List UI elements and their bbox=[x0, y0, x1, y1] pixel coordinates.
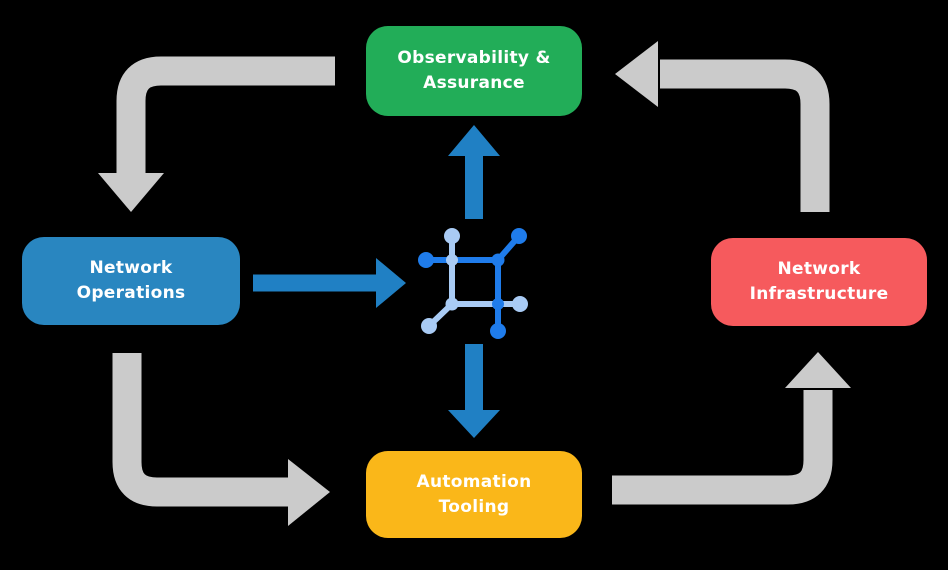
arrow-head-right bbox=[288, 459, 330, 526]
arrow-observability-to-operations bbox=[98, 56, 335, 212]
arrow-shaft bbox=[660, 59, 830, 212]
node-network-infrastructure: Network Infrastructure bbox=[711, 238, 927, 326]
icon-node bbox=[512, 296, 528, 312]
icon-node bbox=[490, 323, 506, 339]
arrow-head-up bbox=[448, 125, 500, 156]
arrow-center-to-tooling bbox=[448, 344, 500, 438]
network-automation-icon bbox=[418, 228, 528, 339]
node-label: Automation Tooling bbox=[416, 471, 532, 517]
arrow-shaft bbox=[112, 353, 290, 507]
arrow-head-up bbox=[785, 352, 851, 388]
icon-junction-dot bbox=[445, 297, 459, 311]
icon-node bbox=[444, 228, 460, 244]
arrow-head-left bbox=[615, 41, 658, 107]
arrow-head-down bbox=[98, 173, 164, 212]
node-label: Network Operations bbox=[76, 258, 186, 303]
arrow-shaft bbox=[116, 56, 335, 175]
node-label: Observability & Assurance bbox=[397, 48, 551, 93]
arrow-center-to-observability bbox=[448, 125, 500, 219]
icon-node bbox=[421, 318, 437, 334]
node-label: Network Infrastructure bbox=[749, 259, 889, 304]
arrow-operations-to-center bbox=[253, 258, 406, 308]
arrow-head-down bbox=[448, 410, 500, 438]
node-network-operations: Network Operations bbox=[22, 237, 240, 325]
node-observability-assurance: Observability & Assurance bbox=[366, 26, 582, 116]
arrow-infrastructure-to-observability bbox=[615, 41, 830, 212]
node-automation-tooling: Automation Tooling bbox=[366, 451, 582, 538]
icon-junction-dot bbox=[446, 254, 458, 266]
icon-node bbox=[511, 228, 527, 244]
icon-junction-dot bbox=[492, 298, 504, 310]
arrow-head-right bbox=[376, 258, 406, 308]
icon-node bbox=[418, 252, 434, 268]
icon-junction-dot bbox=[491, 253, 505, 267]
arrow-operations-to-tooling bbox=[112, 353, 330, 526]
arrow-tooling-to-infrastructure bbox=[612, 352, 851, 505]
arrow-shaft bbox=[612, 390, 833, 505]
